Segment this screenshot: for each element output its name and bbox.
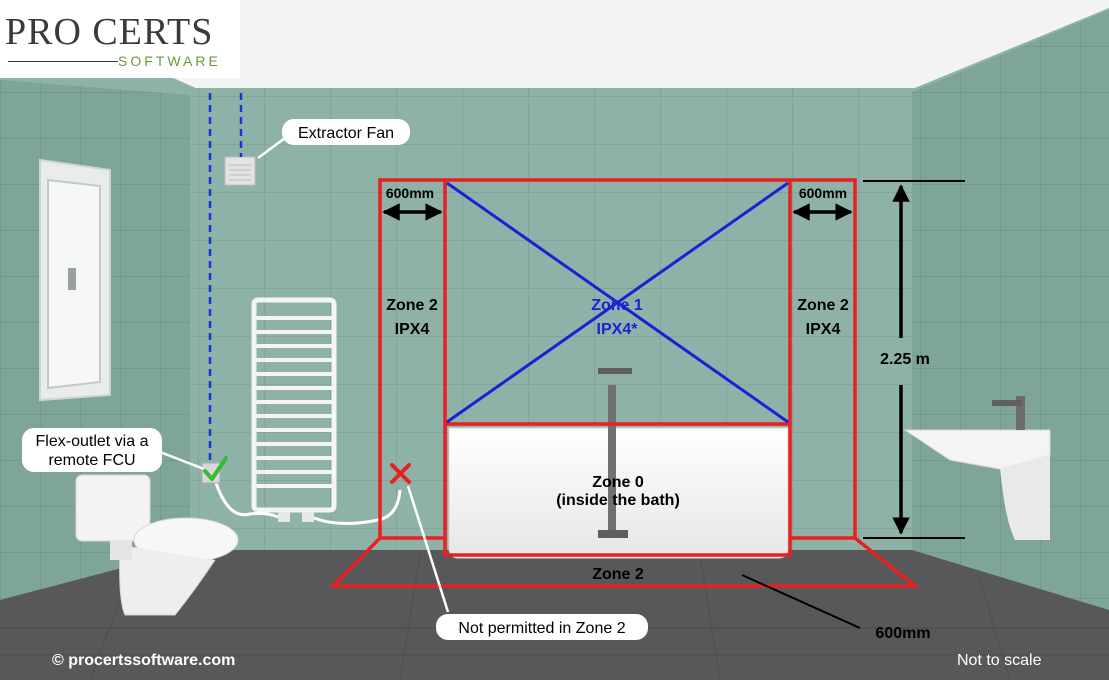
- height-ticks: [863, 180, 965, 539]
- zone1-name: Zone 1: [591, 297, 643, 314]
- check-icon: [203, 456, 228, 481]
- floor-offset-leader: [741, 574, 861, 629]
- zone1-rating: IPX4*: [597, 321, 639, 338]
- not-permitted-leader: [406, 485, 450, 613]
- window: [39, 158, 111, 402]
- flex-outlet-label-line2: remote FCU: [48, 452, 135, 469]
- extractor-fan: [224, 156, 256, 186]
- fan-leader: [257, 136, 286, 160]
- cross-icon: [390, 463, 411, 484]
- zone-boundaries: [328, 178, 920, 588]
- zone1-boundary: [443, 180, 792, 557]
- zone2-left-name: Zone 2: [386, 297, 438, 314]
- zone2-right-rating: IPX4: [806, 321, 841, 338]
- zone0-name: Zone 0: [592, 474, 644, 491]
- copyright: © procertssoftware.com: [52, 652, 236, 669]
- flex-outlet-bubble: [22, 428, 162, 472]
- zone1-cross: [446, 181, 789, 424]
- ceiling: [0, 0, 1109, 90]
- extractor-fan-label: Extractor Fan: [298, 125, 394, 142]
- zone2-floor-name: Zone 2: [592, 566, 644, 583]
- logo-main-text: PRO CERTS: [5, 11, 214, 53]
- logo: PRO CERTS SOFTWARE: [0, 0, 240, 78]
- zone2-right-name: Zone 2: [797, 297, 849, 314]
- logo-sub-text: SOFTWARE: [118, 53, 221, 69]
- flex-outlet-label-line1: Flex-outlet via a: [36, 433, 149, 450]
- toilet: [75, 474, 239, 616]
- left-width-label: 600mm: [386, 185, 434, 201]
- height-label: 2.25 m: [880, 351, 930, 368]
- logo-divider: [8, 61, 118, 62]
- bath: [448, 368, 789, 559]
- zone2-left-rating: IPX4: [395, 321, 430, 338]
- towel-rail: [213, 297, 402, 526]
- zone0-note: (inside the bath): [556, 492, 680, 509]
- fcu-box: [201, 462, 221, 484]
- flex-leader: [159, 450, 205, 471]
- scale-note: Not to scale: [957, 652, 1042, 669]
- basin: [903, 396, 1051, 540]
- not-permitted-label: Not permitted in Zone 2: [458, 620, 625, 637]
- not-permitted-bubble: [436, 614, 648, 640]
- floor-offset-label: 600mm: [875, 625, 930, 642]
- extractor-fan-bubble: [282, 119, 410, 145]
- right-width-label: 600mm: [799, 185, 847, 201]
